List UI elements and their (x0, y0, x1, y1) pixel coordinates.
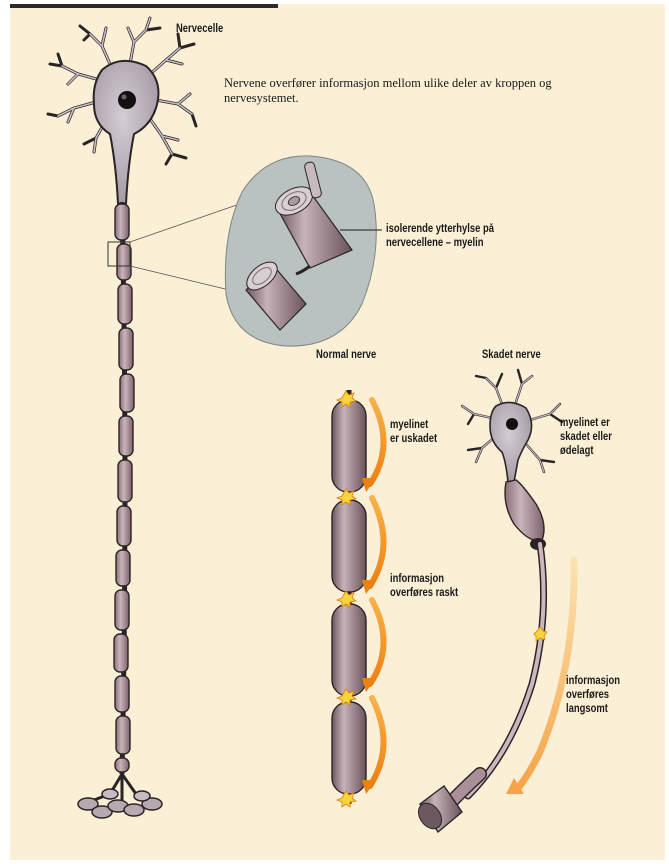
myelin-segment (332, 400, 366, 492)
intro-text: Nervene overfører informasjon mellom uli… (224, 76, 624, 106)
skadet-nerve-title: Skadet nerve (482, 348, 541, 362)
myelin-segment (119, 328, 133, 370)
large-neuron (48, 18, 196, 204)
signal-arrowhead (362, 678, 376, 692)
cell-nucleus (118, 91, 136, 109)
signal-arrowhead (362, 478, 376, 492)
signal-arrowhead (362, 780, 376, 794)
myelinet-uskadet-label: myelinet er uskadet (390, 418, 437, 446)
signal-arrow (370, 400, 384, 484)
signal-arrow (370, 698, 384, 786)
myelin-segment (118, 460, 132, 502)
myelin-segment (114, 634, 128, 672)
myelin-segment (116, 550, 130, 586)
myelin-segment (120, 374, 134, 412)
info-langsomt-label: informasjon overføres langsomt (566, 674, 620, 716)
myelin-segment (115, 590, 129, 630)
myelin-segment (117, 506, 131, 546)
myelin-segment (332, 702, 366, 794)
axon-terminals (78, 774, 162, 818)
damaged-neuron (414, 370, 574, 833)
diagram-page: Nervecelle Nervene overfører informasjon… (10, 4, 665, 860)
myelin-zoom-callout (108, 156, 382, 346)
myelin-segment (116, 716, 130, 754)
myelin-segment (115, 204, 129, 240)
myelin-segment (332, 604, 366, 696)
myelinet-skadet-label: myelinet er skadet eller ødelagt (560, 416, 612, 458)
myelin-segment (119, 416, 133, 456)
myelin-segment (117, 244, 131, 280)
myelin-segment (118, 284, 132, 324)
signal-arrow (370, 600, 384, 684)
myelin-label: isolerende ytterhylse på nervecellene – … (386, 222, 494, 250)
large-neuron-axon (114, 202, 134, 774)
signal-arrowhead (362, 580, 376, 594)
normal-nerve-title: Normal nerve (316, 348, 376, 362)
signal-arrow (370, 498, 384, 586)
node-of-ranvier (337, 791, 356, 807)
myelin-segment (332, 500, 366, 592)
info-raskt-label: informasjon overføres raskt (390, 572, 458, 600)
myelin-segment (115, 758, 129, 772)
myelin-segment (115, 676, 129, 712)
nervecelle-label: Nervecelle (176, 22, 223, 36)
normal-nerve-axon (332, 390, 366, 807)
